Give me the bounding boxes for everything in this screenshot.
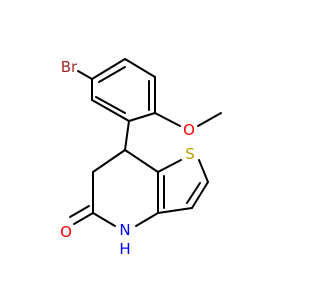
bond-c2-c3 — [191, 181, 209, 209]
bond-c7a-c7 — [124, 149, 159, 173]
bond-c1-c2-inner — [95, 96, 126, 114]
bond-c1-c2 — [91, 99, 130, 122]
bond-c7a-s — [157, 159, 182, 173]
ether-oxygen-atom-label: O — [183, 121, 195, 139]
bond-s-c2 — [198, 159, 209, 183]
bond-aryl-c7 — [124, 120, 130, 151]
bond-c3-c4 — [91, 58, 126, 80]
lactam-ring — [92, 149, 159, 227]
bond-c4-c5 — [124, 58, 156, 78]
bond-c3-c3a — [157, 207, 193, 214]
benzene-ring — [91, 58, 156, 122]
amide-hydrogen-atom-label: H — [119, 240, 130, 258]
bromine-atom-label: Br — [61, 58, 78, 76]
bond-c6-o — [154, 112, 181, 127]
bond-o-ch3 — [197, 112, 222, 127]
bond-c3-br — [77, 70, 93, 80]
bond-c3-c4-inner — [98, 66, 126, 83]
molecule-diagram: Br O S O N H — [60, 58, 222, 258]
thiophene-ring — [157, 159, 209, 214]
bond-c2-c3-inner — [186, 182, 201, 204]
sulfur-atom-label: S — [185, 145, 195, 163]
bond-c7-c6a — [92, 149, 126, 173]
amide-nitrogen-atom-label: N — [119, 221, 130, 239]
bond-c6-c1 — [128, 112, 156, 122]
bond-c5-o-a — [73, 212, 94, 225]
bond-c5-o-b — [69, 205, 90, 218]
bond-c5-n4 — [92, 212, 116, 227]
bond-n4-c3a — [135, 212, 159, 227]
carbonyl-oxygen-atom-label: O — [60, 223, 72, 241]
